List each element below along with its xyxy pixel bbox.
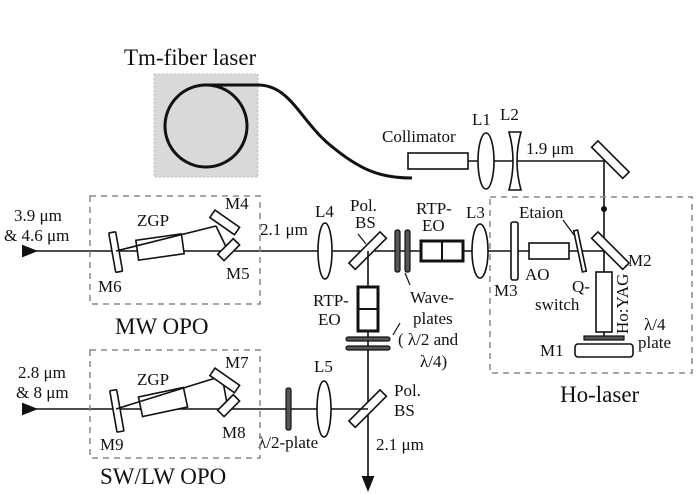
- waveplates-pointer-bottom: [392, 322, 401, 336]
- lens-l5-label: L5: [314, 357, 333, 376]
- waveplate-1: [394, 229, 401, 273]
- swlw-out-wavelength-1: 2.8 μm: [18, 363, 66, 382]
- swlw-out-wavelength-2: & 8 μm: [16, 383, 69, 402]
- collimator-label: Collimator: [382, 127, 456, 146]
- mirror-m7-label: M7: [225, 353, 249, 372]
- mirror-m7: [208, 367, 241, 394]
- mirror-m4: [208, 209, 241, 236]
- mirror-m4-label: M4: [225, 194, 249, 213]
- quarter-wave-plate: [583, 335, 625, 341]
- zgp-crystal-swlw: [137, 386, 189, 418]
- q-switch-label-2: switch: [535, 295, 580, 314]
- mw-out-wavelength-2: & 4.6 μm: [4, 226, 69, 245]
- rtp-eo-side-label-1: RTP-: [313, 291, 349, 310]
- mw-opo-box: [89, 195, 261, 305]
- mirror-m5-label: M5: [226, 264, 250, 283]
- half-wave-plate-label: λ/2-plate: [258, 433, 318, 452]
- waveplate-4: [345, 345, 391, 351]
- pump-wavelength-label: 1.9 μm: [526, 139, 574, 158]
- mirror-m2-label: M2: [628, 251, 652, 270]
- pol-bs-top: [347, 230, 388, 271]
- ho-out-bottom-wavelength: 2.1 μm: [376, 435, 424, 454]
- fiber-cable: [206, 83, 413, 180]
- lens-l2: [507, 131, 523, 191]
- mirror-m1-label: M1: [540, 341, 564, 360]
- mirror-m5: [216, 237, 241, 262]
- half-wave-plate: [285, 387, 292, 431]
- lens-l5: [316, 380, 332, 438]
- ho-laser-box: [489, 196, 693, 374]
- qwp-label-1: λ/4: [644, 315, 666, 334]
- lens-l4-label: L4: [315, 202, 334, 221]
- mirror-m8: [216, 393, 241, 418]
- steering-mirror: [590, 139, 631, 180]
- pol-bs-top-pointer: [357, 233, 367, 245]
- waveplates-label-3: ( λ/2 and: [398, 330, 459, 349]
- rtp-eo-top-label-1: RTP-: [416, 199, 452, 218]
- sw-lw-opo-box: [89, 349, 261, 459]
- lens-l3: [471, 223, 489, 279]
- q-switch-label-1: Q-: [572, 277, 590, 296]
- lens-l3-label: L3: [466, 203, 485, 222]
- qwp-label-2: plate: [638, 333, 671, 352]
- mirror-m6: [108, 231, 124, 274]
- ho-yag-crystal: [595, 271, 613, 333]
- pol-bs-bottom-label-1: Pol.: [394, 381, 421, 400]
- mw-out-wavelength-1: 3.9 μm: [14, 206, 62, 225]
- ao-modulator: [528, 242, 570, 260]
- pol-bs-top-label-1: Pol.: [350, 196, 377, 215]
- waveplate-3: [345, 336, 391, 342]
- lens-l2-label: L2: [500, 105, 519, 124]
- mirror-m1: [574, 343, 634, 358]
- waveplates-label-2: plates: [413, 309, 453, 328]
- collimator: [407, 152, 469, 170]
- lens-l1-label: L1: [472, 110, 491, 129]
- zgp-swlw-label: ZGP: [137, 370, 169, 389]
- waveplates-pointer-top: [404, 272, 411, 286]
- mw-opo-title: MW OPO: [115, 314, 209, 339]
- waveplate-2: [404, 229, 411, 273]
- waveplates-label-1: Wave-: [410, 288, 454, 307]
- mirror-m2: [590, 230, 631, 271]
- lens-l4: [317, 222, 333, 280]
- mirror-m8-label: M8: [222, 423, 246, 442]
- ho-out-top-wavelength: 2.1 μm: [260, 220, 308, 239]
- tm-fiber-laser-title: Tm-fiber laser: [124, 45, 257, 70]
- zgp-mw-label: ZGP: [137, 211, 169, 230]
- zgp-crystal-mw: [134, 232, 186, 262]
- mirror-m3-label: M3: [494, 281, 518, 300]
- mirror-m6-label: M6: [98, 277, 122, 296]
- mirror-m3: [510, 221, 519, 281]
- rtp-eo-side-label-2: EO: [318, 310, 341, 329]
- lens-l1: [477, 132, 495, 190]
- sw-lw-opo-title: SW/LW OPO: [100, 464, 226, 489]
- rtp-eo-top-label-2: EO: [422, 216, 445, 235]
- mirror-m9: [109, 388, 125, 433]
- pol-bs-bottom-label-2: BS: [394, 401, 415, 420]
- etalon-pointer: [562, 219, 575, 236]
- ho-laser-title: Ho-laser: [560, 382, 640, 407]
- pol-bs-top-label-2: BS: [355, 213, 376, 232]
- mw-opo-fold-beam: [115, 225, 217, 252]
- ho-yag-label: Ho:YAG: [613, 274, 632, 334]
- tm-fiber-laser-box: [153, 73, 259, 178]
- etalon: [572, 229, 588, 273]
- mirror-m9-label: M9: [100, 435, 124, 454]
- waveplates-label-4: λ/4): [420, 352, 447, 371]
- beam-junction-dot: [601, 206, 607, 212]
- ao-label: AO: [525, 265, 550, 284]
- swlw-opo-fold-beam: [115, 375, 223, 410]
- etalon-label: Etaion: [519, 203, 564, 222]
